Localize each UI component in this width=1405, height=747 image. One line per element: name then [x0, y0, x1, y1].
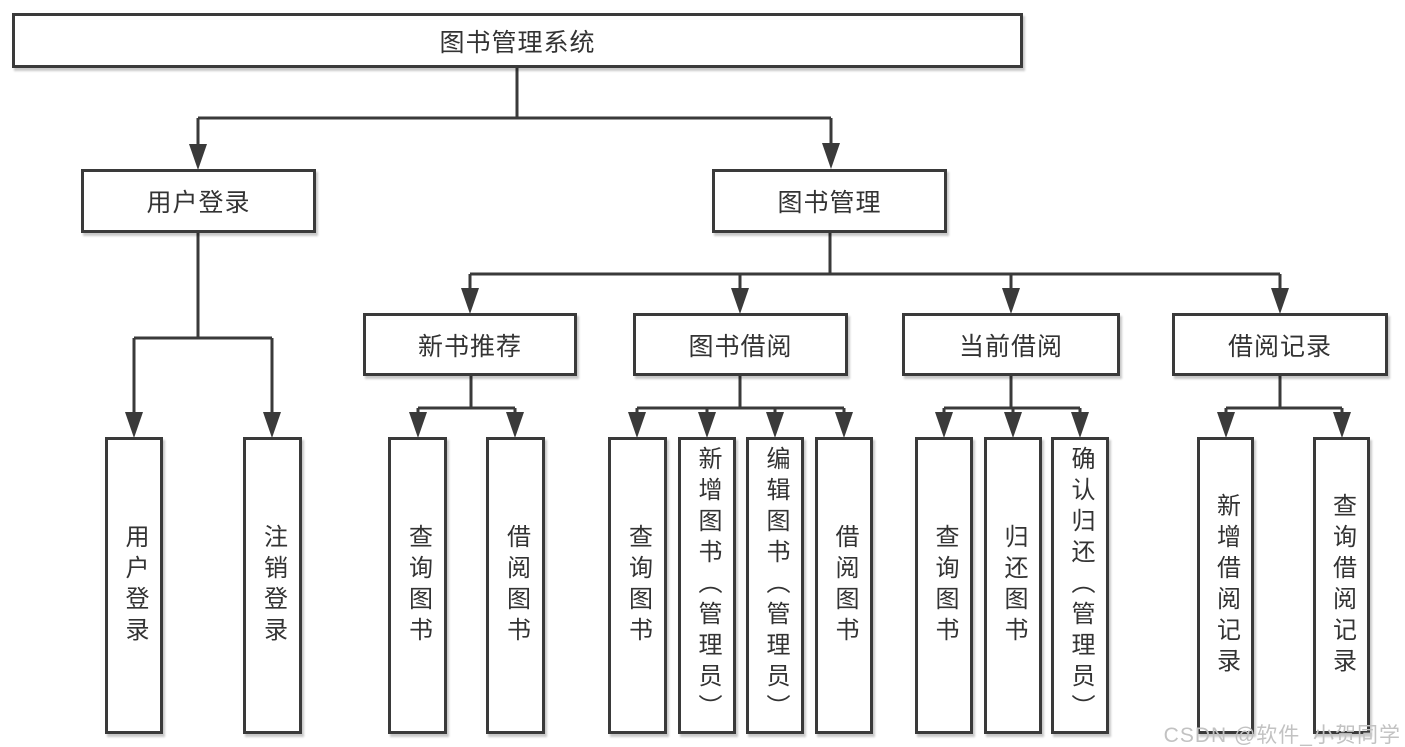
leaf-add-borrow-record: 新增借阅记录 [1197, 437, 1254, 734]
leaf-confirm-return-admin: 确认归还（管理员） [1051, 437, 1109, 734]
leaf-query-book-current-label: 查询图书 [931, 523, 958, 648]
leaf-borrow-book-recommend-label: 借阅图书 [502, 523, 530, 648]
node-book-management: 图书管理 [712, 169, 947, 233]
connector-borrow-record-to-leaves [1217, 376, 1351, 438]
leaf-return-book-label: 归还图书 [1000, 523, 1027, 648]
connector-current-borrow-to-leaves [935, 376, 1089, 438]
leaf-user-login: 用户登录 [105, 437, 163, 734]
leaf-query-borrow-record-label: 查询借阅记录 [1328, 492, 1356, 679]
leaf-query-book-borrow: 查询图书 [608, 437, 667, 734]
node-book-borrow-label: 图书借阅 [688, 332, 793, 361]
leaf-query-book-current: 查询图书 [915, 437, 973, 734]
node-root: 图书管理系统 [12, 13, 1023, 68]
node-book-borrow: 图书借阅 [633, 313, 848, 376]
leaf-confirm-return-admin-label: 确认归还（管理员） [1067, 446, 1094, 725]
node-current-borrow: 当前借阅 [902, 313, 1120, 376]
node-book-management-label: 图书管理 [777, 189, 882, 217]
leaf-edit-book-admin: 编辑图书（管理员） [746, 437, 804, 734]
node-new-book-recommend-label: 新书推荐 [417, 332, 522, 361]
node-user-login-label: 用户登录 [146, 189, 251, 217]
node-borrow-record-label: 借阅记录 [1227, 332, 1332, 361]
leaf-borrow-book: 借阅图书 [815, 437, 873, 734]
connector-book-management-to-level3 [461, 233, 1289, 314]
leaf-add-borrow-record-label: 新增借阅记录 [1212, 492, 1240, 679]
leaf-borrow-book-recommend: 借阅图书 [486, 437, 545, 734]
leaf-logout: 注销登录 [243, 437, 302, 734]
leaf-add-book-admin: 新增图书（管理员） [678, 437, 736, 734]
leaf-borrow-book-label: 借阅图书 [831, 523, 858, 648]
leaf-query-borrow-record: 查询借阅记录 [1313, 437, 1370, 734]
leaf-edit-book-admin-label: 编辑图书（管理员） [762, 446, 789, 725]
leaf-query-book-borrow-label: 查询图书 [624, 523, 652, 648]
connector-new-book-recommend-to-leaves [409, 376, 524, 438]
connector-user-login-to-leaves [125, 233, 281, 438]
watermark: CSDN @软件_小贺同学 [1163, 724, 1401, 747]
node-user-login: 用户登录 [81, 169, 316, 233]
node-borrow-record: 借阅记录 [1172, 313, 1388, 376]
leaf-query-book-recommend-label: 查询图书 [404, 523, 432, 648]
leaf-return-book: 归还图书 [984, 437, 1042, 734]
leaf-add-book-admin-label: 新增图书（管理员） [694, 446, 721, 725]
connector-book-borrow-to-leaves [628, 376, 853, 438]
leaf-query-book-recommend: 查询图书 [388, 437, 447, 734]
node-root-label: 图书管理系统 [439, 28, 596, 57]
node-current-borrow-label: 当前借阅 [958, 332, 1063, 361]
connector-root-to-level2 [189, 68, 840, 170]
leaf-user-login-label: 用户登录 [121, 523, 148, 648]
leaf-logout-label: 注销登录 [259, 523, 287, 648]
node-new-book-recommend: 新书推荐 [363, 313, 577, 376]
